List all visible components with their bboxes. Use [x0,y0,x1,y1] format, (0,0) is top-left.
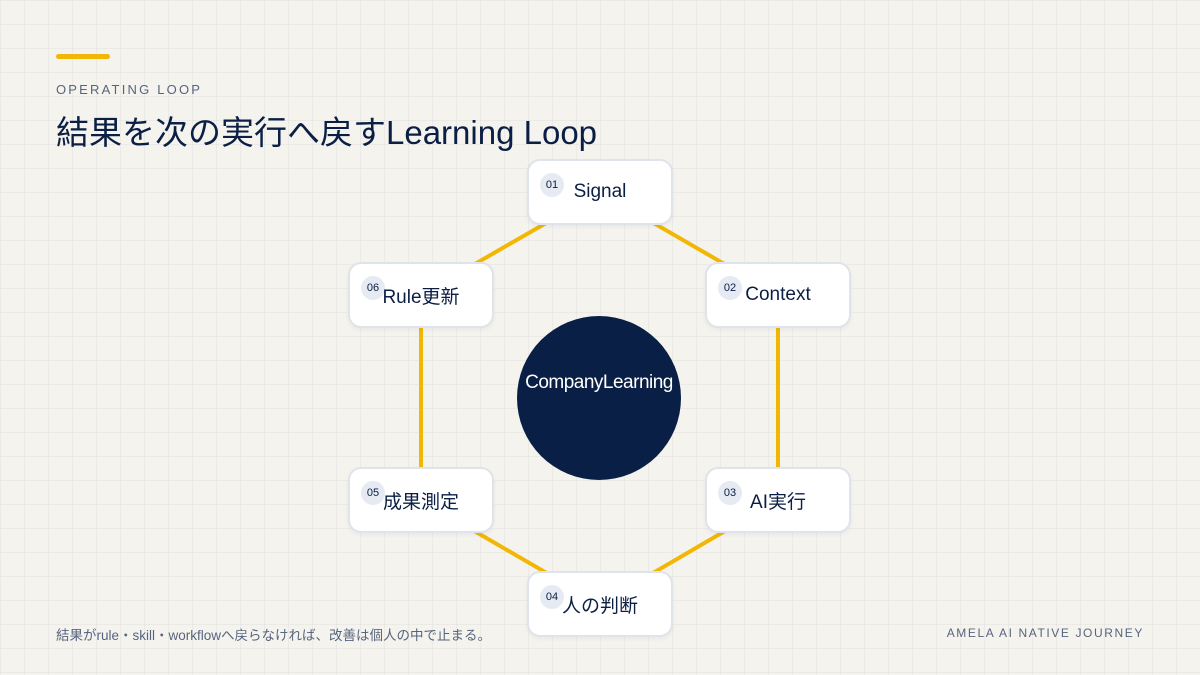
section-eyebrow: OPERATING LOOP [56,82,203,97]
node-rule-update: 06 Rule更新 [348,262,494,328]
node-number-badge: 03 [718,481,742,505]
footer-note: 結果がrule・skill・workflowへ戻らなければ、改善は個人の中で止ま… [56,628,492,643]
node-number-badge: 05 [361,481,385,505]
node-human-judgment: 04 人の判断 [527,571,673,637]
node-number-badge: 06 [361,276,385,300]
node-label: Signal [573,181,627,202]
footer-brand: AMELA AI NATIVE JOURNEY [946,626,1144,640]
node-signal: 01 Signal [527,159,673,225]
node-label: 人の判断 [561,595,638,617]
hub-label: CompanyLearning [525,372,673,393]
page-title: 結果を次の実行へ戻すLearning Loop [56,114,598,151]
accent-bar [56,54,110,59]
node-outcome-measurement: 05 成果測定 [348,467,494,533]
node-number-badge: 01 [540,173,564,197]
node-label: 成果測定 [382,491,459,513]
node-number-badge: 02 [718,276,742,300]
node-label: AI実行 [750,491,806,513]
node-label: Context [745,284,811,305]
company-learning-hub: CompanyLearning [517,316,681,480]
node-number-badge: 04 [540,585,564,609]
node-label: Rule更新 [382,286,460,308]
node-ai-execution: 03 AI実行 [705,467,851,533]
node-context: 02 Context [705,262,851,328]
